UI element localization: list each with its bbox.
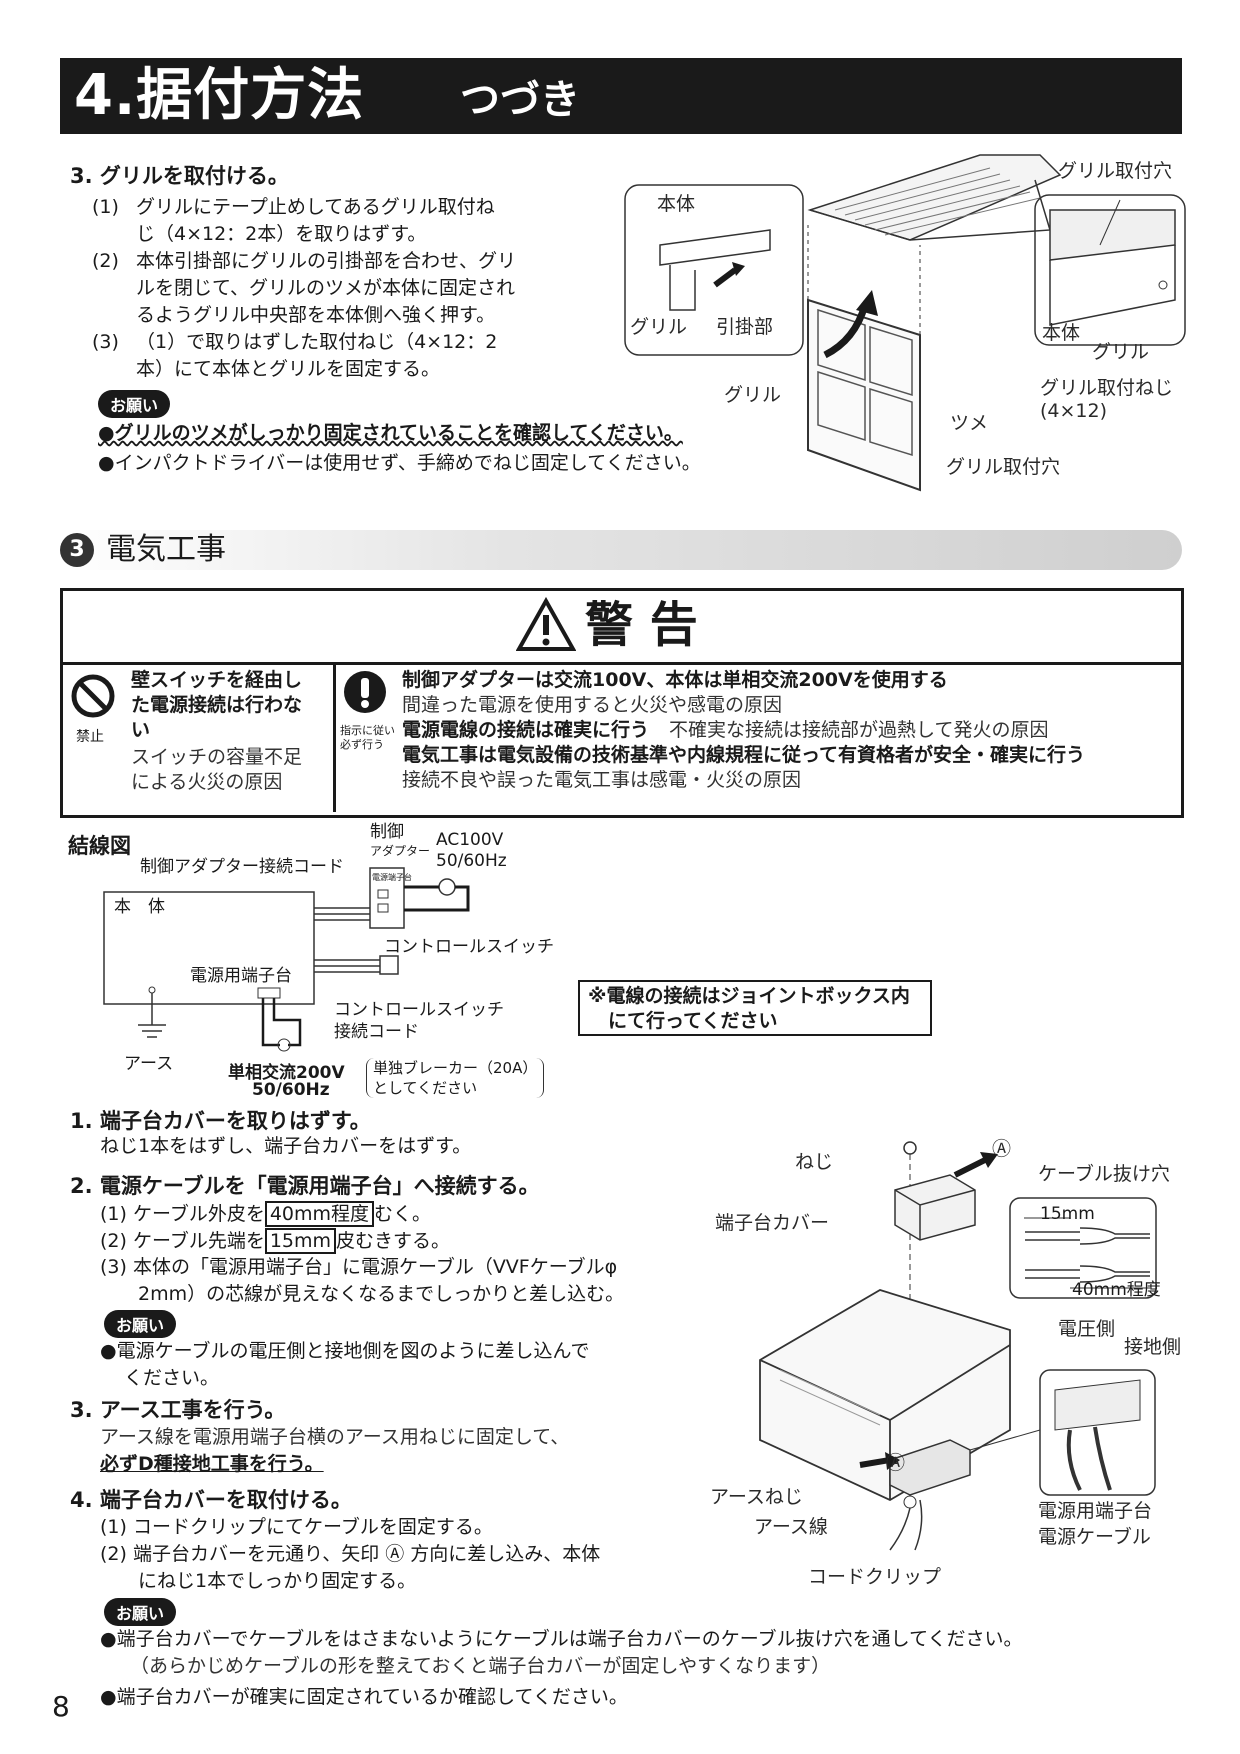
step-2-request: ●電源ケーブルの電圧側と接地側を図のように差し込んで ください。 [100,1340,590,1389]
wiring-control-switch: コントロールスイッチ [384,937,554,957]
mandatory-icon-label: 指示に従い 必ず行う [340,724,395,751]
wiring-cs-cord-1: コントロールスイッチ [334,1000,504,1020]
request-item-1: ●グリルのツメがしっかり固定されていることを確認してください。 [98,422,683,444]
step-3-text-1: アース線を電源用端子台横のアース用ねじに固定して、 [100,1426,570,1448]
fig-label-mount-hole-bottom: グリル取付穴 [946,456,1061,478]
fig2-arrow-a-top: Ⓐ [992,1138,1012,1160]
fig-label-inset-body: 本体 [1042,322,1081,344]
warning-box [60,588,1184,818]
fig-label-screw: グリル取付ねじ [1040,377,1174,399]
page-number: 8 [52,1690,70,1723]
fig2-voltage-side: 電圧側 [1058,1318,1116,1340]
fig2-cord-clip: コードクリップ [808,1566,942,1588]
wiring-title: 結線図 [68,834,131,858]
fig-label-screw-size: (4×12) [1040,400,1108,422]
fig2-len40: 40mm程度 [1072,1280,1161,1300]
page-title: 4.据付方法 [74,63,365,128]
mandatory-row-2-text: 不確実な接続は接続部が過熱して発火の原因 [669,719,1049,741]
fig2-ground-side: 接地側 [1124,1336,1182,1358]
page-subtitle: つづき [460,77,580,123]
prohibit-heading: 壁スイッチを経由し た電源接続は行わな い [131,669,303,741]
step-3-heading: 3. アース工事を行う。 [70,1398,286,1422]
fig2-cable-hole: ケーブル抜け穴 [1038,1163,1170,1185]
step-4-heading: 4. 端子台カバーを取付ける。 [70,1488,352,1512]
fig-label-grille: グリル [630,316,688,338]
mandatory-content: 制御アダプターは交流100V、本体は単相交流200Vを使用する 間違った電源を使… [402,668,1172,793]
fig-label-hook: 引掛部 [716,316,774,338]
wiring-ac: AC100V [436,830,504,850]
fig2-cover: 端子台カバー [715,1212,830,1234]
grille-step-item-2: (2) 本体引掛部にグリルの引掛部を合わせ、グリ ルを閉じて、グリルのツメが本体… [92,250,517,326]
step-2-heading: 2. 電源ケーブルを「電源用端子台」へ接続する。 [70,1174,540,1198]
wiring-body: 本 体 [114,897,165,917]
grille-step-item-1: (1) グリルにテープ止めしてあるグリル取付ね じ（4×12：2本）を取りはずす… [92,196,495,245]
terminal-cover-figure [759,1141,1157,1551]
wiring-diagram [103,867,470,1052]
mandatory-row-1-text: 間違った電源を使用すると火災や感電の原因 [402,694,783,716]
step-4-item-2: (2) 端子台カバーを元通り、矢印 Ⓐ 方向に差し込み、本体 にねじ1本でしっか… [100,1543,601,1592]
fig2-arrow-a-bottom: Ⓐ [886,1452,906,1474]
mandatory-row-3-text: 接続不良や誤った電気工事は感電・火災の原因 [402,769,802,791]
fig-label-body: 本体 [657,193,696,215]
step-4-item-1: (1) コードクリップにてケーブルを固定する。 [100,1516,493,1538]
step-2-request-badge: お願い [104,1310,177,1338]
grille-installation-figure [624,154,1186,492]
prohibit-reason: スイッチの容量不足 による火災の原因 [131,746,303,793]
request-badge: お願い [98,390,171,418]
mandatory-icon [344,671,386,713]
section-bar [60,530,1182,570]
warning-title: 警 告 [585,597,698,653]
section-title: 電気工事 [106,532,226,567]
wiring-supply-2: 50/60Hz [252,1080,330,1100]
prohibit-icon [71,674,115,718]
wiring-breaker: 単独ブレーカー（20A） としてください [366,1058,545,1098]
wiring-junction-note: ※電線の接続はジョイントボックス内 にて行ってください [578,980,932,1036]
fig-label-mount-hole-top: グリル取付穴 [1058,160,1173,182]
wiring-adapter-cord: 制御アダプター接続コード [140,857,344,877]
fig2-power-terminal: 電源用端子台 [1038,1500,1153,1522]
strip-length-40: 40mm程度 [264,1201,375,1227]
fig-label-inset-grille: グリル [1092,341,1150,363]
fig2-earth-wire: アース線 [754,1516,828,1538]
mandatory-row-1-bold: 制御アダプターは交流100V、本体は単相交流200Vを使用する [402,669,948,691]
warning-header: 警 告 [63,591,1181,665]
wiring-supply-1: 単相交流200V [228,1063,345,1083]
mandatory-row-2-bold: 電源電線の接続は確実に行う [402,719,650,741]
wiring-power-terminal: 電源用端子台 [190,966,292,986]
prohibit-icon-label: 禁止 [76,729,104,745]
step-1-text: ねじ1本をはずし、端子台カバーをはずす。 [100,1135,472,1157]
wiring-earth: アース [124,1054,174,1074]
wiring-ac-hz: 50/60Hz [436,851,507,871]
page-header: 4.据付方法 つづき [60,58,1182,134]
final-request-badge: お願い [104,1598,177,1626]
warning-triangle-icon [516,597,576,651]
grille-step-item-3: (3) （1）で取りはずした取付ねじ（4×12：2 本）にて本体とグリルを固定す… [92,331,498,380]
fig2-power-cable: 電源ケーブル [1038,1526,1151,1548]
warning-divider [333,664,336,812]
strip-length-15: 15mm [264,1228,337,1254]
final-request-2: （あらかじめケーブルの形を整えておくと端子台カバーが固定しやすくなります） [130,1655,831,1677]
fig2-screw: ねじ [795,1151,834,1173]
wiring-adapter-terminal: 電源端子台 [372,873,412,882]
final-request-1: ●端子台カバーでケーブルをはさまないようにケーブルは端子台カバーのケーブル抜け穴… [100,1628,1023,1650]
mandatory-row-3-bold: 電気工事は電気設備の技術基準や内線規程に従って有資格者が安全・確実に行う [402,744,1086,766]
step-1-heading: 1. 端子台カバーを取りはずす。 [70,1109,371,1133]
section-number: 3 [60,533,94,567]
fig-label-claw: ツメ [950,412,989,434]
request-item-2: ●インパクトドライバーは使用せず、手締めでねじ固定してください。 [98,452,701,474]
fig-label-grille-main: グリル [724,384,782,406]
fig2-len15: 15mm [1040,1204,1095,1224]
grille-step-heading: 3. グリルを取付ける。 [70,164,289,188]
step-2-item-3: (3) 本体の「電源用端子台」に電源ケーブル（VVFケーブルφ 2mm）の芯線が… [100,1256,625,1305]
final-request-3: ●端子台カバーが確実に固定されているか確認してください。 [100,1686,628,1708]
wiring-adapter-2: アダプター [370,844,431,858]
wiring-cs-cord-2: 接続コード [334,1022,419,1042]
wiring-adapter-1: 制御 [370,822,404,842]
step-3-text-2: 必ずD種接地工事を行う。 [100,1453,324,1475]
fig2-earth-screw: アースねじ [710,1486,803,1508]
